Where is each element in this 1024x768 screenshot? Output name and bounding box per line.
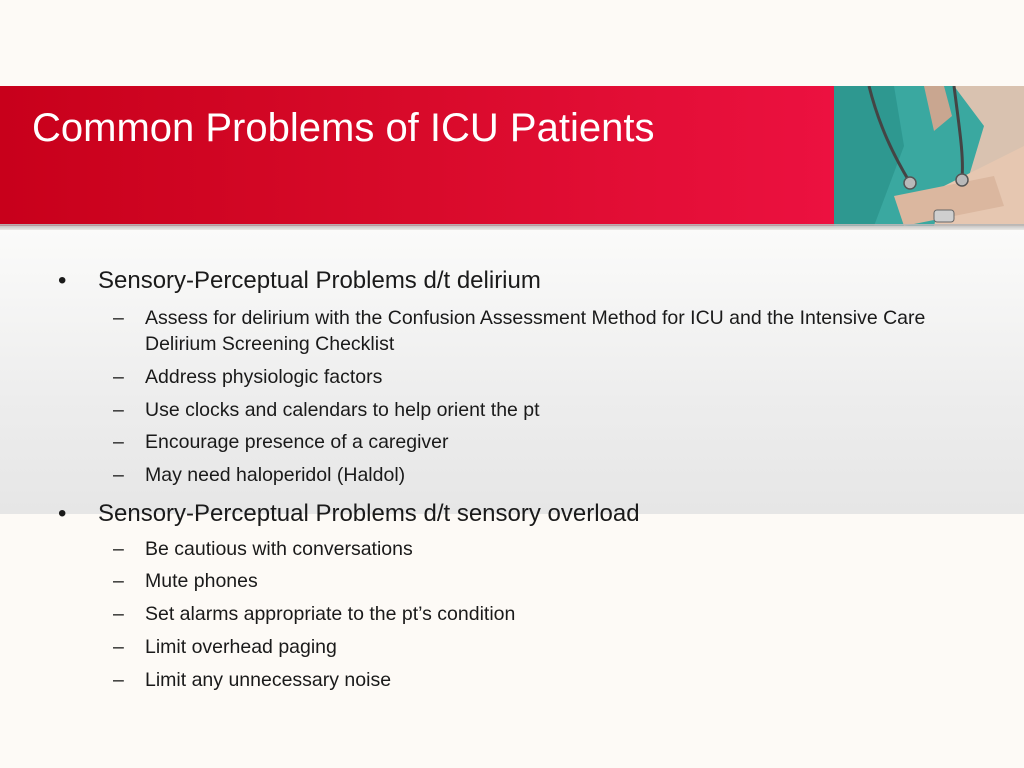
dash-mark: – — [113, 399, 124, 421]
title-bar — [0, 86, 834, 226]
sub-bullet-text: Limit any unnecessary noise — [145, 669, 392, 691]
sub-bullet-text: Limit overhead paging — [145, 636, 337, 658]
bullet-text: Sensory-Perceptual Problems d/t sensory … — [98, 500, 640, 527]
sub-bullet: – Set alarms appropriate to the pt’s con… — [113, 601, 935, 627]
dash-mark: – — [113, 636, 124, 658]
bullet-text: Sensory-Perceptual Problems d/t delirium — [98, 267, 541, 294]
content-panel — [0, 230, 1024, 514]
header-shadow — [0, 224, 1024, 232]
dash-mark: – — [113, 570, 124, 592]
sub-bullet-text: Assess for delirium with the Confusion A… — [145, 307, 926, 355]
sub-bullet-text: Use clocks and calendars to help orient … — [145, 399, 540, 421]
dash-mark: – — [113, 366, 124, 388]
dash-mark: – — [113, 603, 124, 625]
sub-bullet: – May need haloperidol (Haldol) — [113, 462, 935, 488]
sub-bullet-text: Mute phones — [145, 570, 258, 592]
bullet-level1: • Sensory-Perceptual Problems d/t sensor… — [58, 499, 640, 529]
clinician-photo — [834, 86, 1024, 226]
sub-bullet: – Be cautious with conversations — [113, 536, 935, 562]
clinician-stethoscope-icon — [834, 86, 1024, 226]
sub-bullet-text: Encourage presence of a caregiver — [145, 431, 449, 453]
dash-mark: – — [113, 464, 124, 486]
bullet-level1: • Sensory-Perceptual Problems d/t deliri… — [58, 266, 541, 296]
sub-bullet-text: May need haloperidol (Haldol) — [145, 464, 406, 486]
bullet-mark: • — [58, 500, 67, 527]
sub-bullet-text: Address physiologic factors — [145, 366, 383, 388]
sub-bullet-text: Set alarms appropriate to the pt’s condi… — [145, 603, 516, 625]
dash-mark: – — [113, 538, 124, 560]
top-band — [0, 0, 1024, 86]
sub-bullet: – Encourage presence of a caregiver — [113, 429, 935, 455]
dash-mark: – — [113, 669, 124, 691]
bullet-mark: • — [58, 267, 67, 294]
sub-bullet: – Assess for delirium with the Confusion… — [113, 305, 935, 357]
sub-bullet: – Use clocks and calendars to help orien… — [113, 397, 935, 423]
sub-bullet: – Limit any unnecessary noise — [113, 667, 935, 693]
sub-bullet: – Mute phones — [113, 568, 935, 594]
slide-title: Common Problems of ICU Patients — [32, 106, 655, 150]
dash-mark: – — [113, 431, 124, 453]
sub-bullet-text: Be cautious with conversations — [145, 538, 413, 560]
sub-bullet: – Limit overhead paging — [113, 634, 935, 660]
dash-mark: – — [113, 307, 124, 329]
sub-bullet: – Address physiologic factors — [113, 364, 935, 390]
